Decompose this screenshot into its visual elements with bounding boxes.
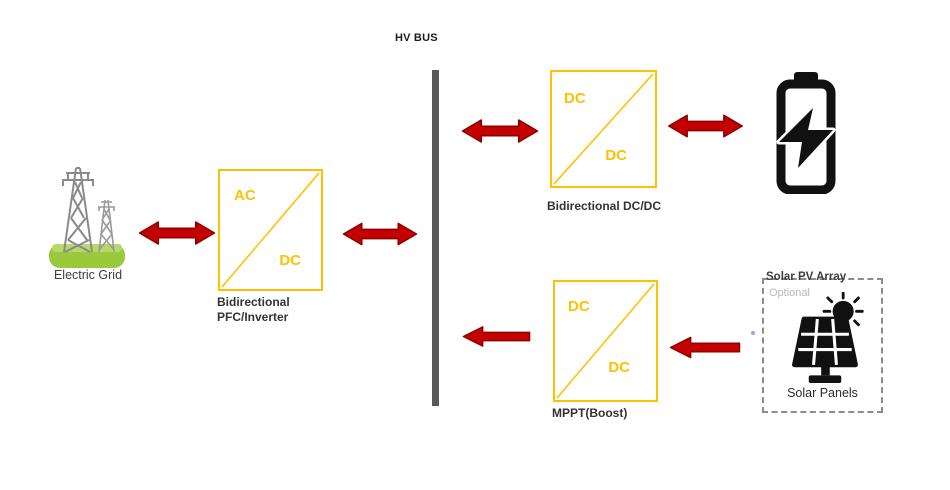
hv-bus-bar	[432, 70, 439, 406]
battery-charging-icon	[773, 72, 839, 199]
solar-pv-array-region: Solar PV Array Optional	[762, 271, 883, 413]
diagonal-line	[221, 172, 320, 288]
transmission-towers-icon	[46, 160, 130, 270]
blue-dot-artifact	[751, 331, 755, 335]
arrow-bus-dcdc-bidirectional	[461, 117, 539, 150]
electric-grid-caption: Electric Grid	[53, 268, 123, 282]
pfc-ac-label: AC	[234, 187, 256, 204]
solar-pv-array-title: Solar PV Array	[766, 271, 847, 283]
solar-optional-label: Optional	[769, 287, 810, 299]
hv-bus-label: HV BUS	[395, 32, 438, 44]
pfc-caption: Bidirectional PFC/Inverter	[217, 295, 290, 324]
dcdc-top-label: DC	[564, 90, 586, 107]
mppt-top-label: DC	[568, 298, 590, 315]
arrow-pfc-bus-bidirectional	[342, 220, 418, 253]
pfc-caption-line2: PFC/Inverter	[217, 309, 289, 324]
mppt-boost-box: DC DC	[553, 280, 658, 402]
dcdc-bottom-label: DC	[605, 147, 627, 164]
diagonal-line	[556, 283, 655, 399]
mppt-caption: MPPT(Boost)	[552, 406, 628, 420]
solar-panel-icon	[782, 291, 868, 393]
mppt-bottom-label: DC	[608, 359, 630, 376]
pfc-inverter-box: AC DC	[218, 169, 323, 291]
arrow-grid-pfc-bidirectional	[138, 218, 216, 253]
pfc-caption-line1: Bidirectional	[217, 295, 290, 309]
diagonal-line	[553, 73, 654, 185]
arrow-solar-to-mppt-left	[669, 336, 741, 364]
solar-panels-caption: Solar Panels	[787, 386, 858, 400]
pfc-dc-label: DC	[279, 252, 301, 269]
arrow-mppt-to-bus-left	[462, 325, 531, 353]
dcdc-caption: Bidirectional DC/DC	[546, 199, 661, 213]
bidirectional-dcdc-box: DC DC	[550, 70, 657, 188]
arrow-dcdc-battery-bidirectional	[667, 113, 744, 144]
